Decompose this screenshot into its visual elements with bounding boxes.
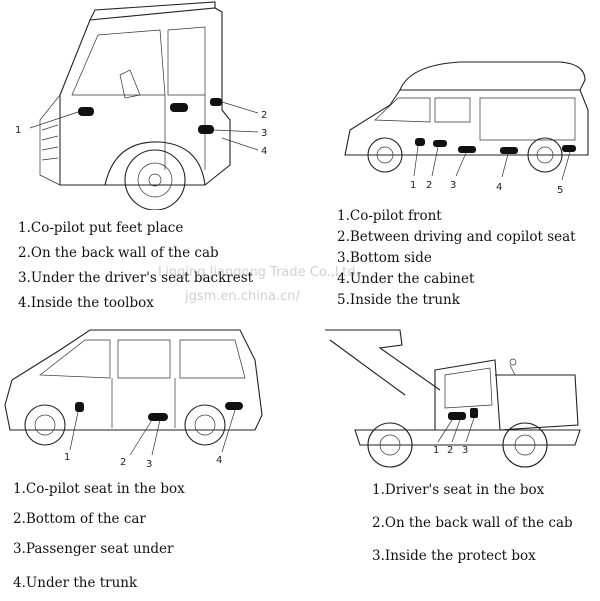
truck-item-4: 4.Inside the toolbox: [18, 295, 154, 311]
rv-item-5: 5.Inside the trunk: [337, 292, 460, 308]
van-callout-2: 2: [120, 457, 126, 468]
truck-callout-1: 1: [15, 125, 21, 136]
van-callout-1: 1: [64, 452, 70, 463]
rv-diagram: 1 2 3 4 5: [330, 50, 600, 200]
excavator-callout-1: 1: [433, 445, 439, 456]
van-item-4: 4.Under the trunk: [13, 575, 138, 591]
watermark-company: Linqing Jiangong Trade Co.,Ltd.: [158, 265, 360, 280]
excavator-callout-2: 2: [447, 445, 453, 456]
van-callout-4: 4: [216, 455, 222, 466]
van-legend: 1.Co-pilot seat in the box 2.Bottom of t…: [13, 481, 185, 601]
excavator-legend: 1.Driver's seat in the box 2.On the back…: [372, 482, 573, 574]
rv-callout-5: 5: [557, 185, 563, 196]
truck-callout-4: 4: [261, 146, 267, 157]
excavator-item-3: 3.Inside the protect box: [372, 548, 536, 564]
van-diagram: 1 2 3 4: [0, 320, 300, 470]
rv-item-1: 1.Co-pilot front: [337, 208, 442, 224]
truck-item-3: 3.Under the driver's seat backrest: [18, 270, 254, 286]
excavator-diagram: 1 2 3: [310, 320, 600, 470]
rv-callout-1: 1: [410, 180, 416, 191]
truck-diagram: 1 2 3 4: [0, 0, 300, 210]
truck-legend: 1.Co-pilot put feet place 2.On the back …: [18, 220, 254, 322]
van-item-1: 1.Co-pilot seat in the box: [13, 481, 185, 497]
van-item-3: 3.Passenger seat under: [13, 541, 174, 557]
rv-item-2: 2.Between driving and copilot seat: [337, 229, 576, 245]
rv-callout-3: 3: [450, 180, 456, 191]
rv-item-3: 3.Bottom side: [337, 250, 432, 266]
excavator-callout-3: 3: [462, 445, 468, 456]
van-callout-3: 3: [146, 459, 152, 470]
truck-callout-2: 2: [261, 110, 267, 121]
rv-item-4: 4.Under the cabinet: [337, 271, 475, 287]
rv-callout-2: 2: [426, 180, 432, 191]
excavator-item-1: 1.Driver's seat in the box: [372, 482, 545, 498]
excavator-item-2: 2.On the back wall of the cab: [372, 515, 573, 531]
rv-legend: 1.Co-pilot front 2.Between driving and c…: [337, 208, 576, 315]
watermark-url: jgsm.en.china.cn/: [185, 289, 300, 304]
truck-item-2: 2.On the back wall of the cab: [18, 245, 219, 261]
truck-item-1: 1.Co-pilot put feet place: [18, 220, 184, 236]
rv-callout-4: 4: [496, 182, 502, 193]
van-item-2: 2.Bottom of the car: [13, 511, 146, 527]
truck-callout-3: 3: [261, 128, 267, 139]
